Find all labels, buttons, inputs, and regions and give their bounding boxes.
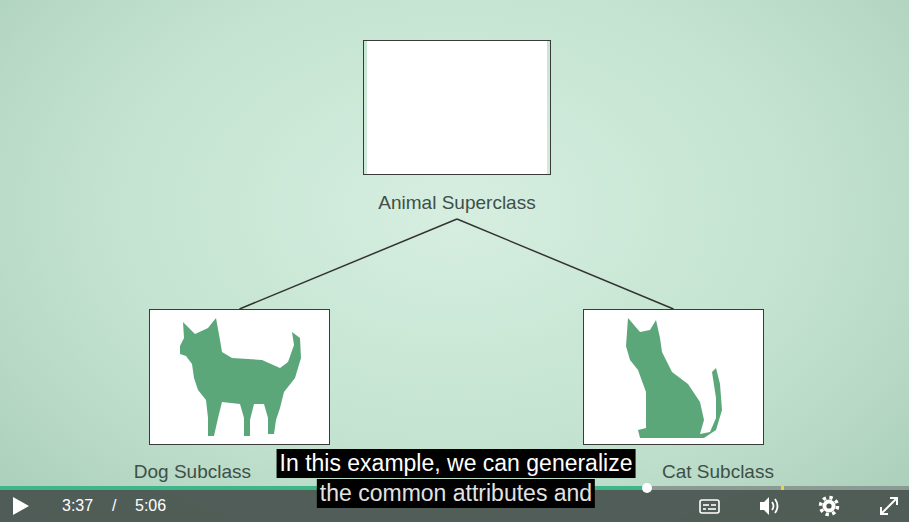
volume-icon [760, 497, 778, 515]
play-icon [13, 497, 29, 515]
cat-silhouette [626, 318, 722, 438]
current-time: 3:37 [62, 496, 93, 516]
progress-marker [781, 486, 784, 490]
class-label: Dog Subclass [134, 461, 251, 483]
dog-silhouette [180, 318, 301, 436]
class-box: Animal Superclass [363, 40, 551, 214]
settings-icon [821, 498, 838, 515]
box-fill [149, 309, 330, 445]
fullscreen-icon [881, 498, 897, 514]
box-outline [583, 309, 764, 445]
box-outline [149, 309, 330, 445]
box-outline [363, 40, 551, 175]
class-label: Animal Superclass [363, 192, 551, 214]
box-fill [583, 309, 764, 445]
class-box: Dog Subclass [149, 309, 330, 445]
class-label: Cat Subclass [662, 461, 774, 483]
subtitle-line: the common attributes and [317, 479, 595, 508]
duration-time: 5:06 [135, 496, 166, 516]
inheritance-line [240, 219, 458, 309]
progress-handle [642, 483, 652, 493]
class-box: Cat Subclass [583, 309, 764, 445]
box-fill [367, 40, 547, 175]
subtitle-line: In this example, we can generalize [277, 449, 636, 478]
inheritance-line [457, 219, 674, 309]
time-separator: / [112, 496, 116, 516]
captions-icon [700, 500, 719, 513]
